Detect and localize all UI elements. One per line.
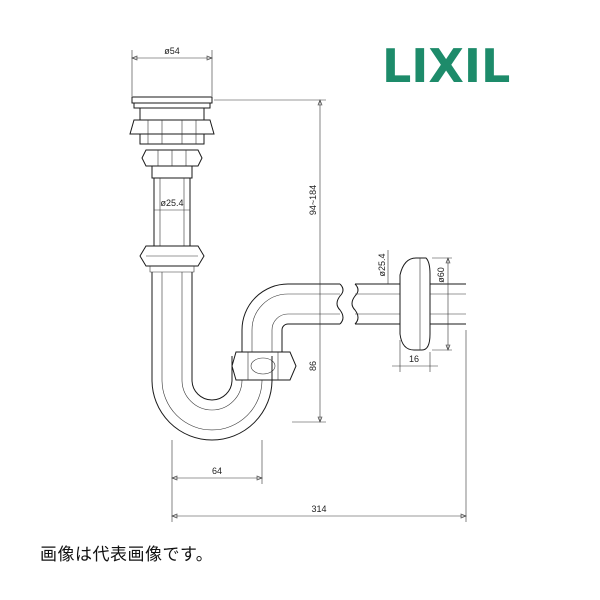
svg-text:ø25.4: ø25.4 — [160, 198, 183, 208]
dim-outlet-dia: ø54 — [131, 46, 213, 96]
trap-nut — [231, 351, 297, 381]
upper-nut — [141, 149, 203, 167]
dim-pipe-dia: ø25.4 — [154, 198, 190, 211]
wall-flange — [399, 257, 466, 351]
wall-pipe — [351, 283, 400, 325]
svg-text:94~184: 94~184 — [308, 185, 318, 215]
svg-text:16: 16 — [409, 354, 419, 364]
dim-flange-depth: 16 — [392, 340, 438, 372]
caption-representative-image: 画像は代表画像です。 — [40, 545, 214, 565]
return-bend — [241, 283, 344, 352]
tailpiece-pipe — [151, 165, 193, 246]
svg-text:314: 314 — [311, 504, 326, 514]
dim-trap-depth: 86 — [308, 361, 318, 371]
dim-total-length: 314 — [171, 330, 467, 522]
j-bend-pipe — [151, 272, 273, 441]
dim-wall-pipe-dia: ø25.4 — [377, 250, 389, 284]
dim-height-range: 94~184 — [214, 99, 326, 423]
svg-text:ø60: ø60 — [436, 267, 446, 283]
svg-text:86: 86 — [308, 361, 318, 371]
drain-outlet — [129, 96, 215, 145]
dim-trap-width: 64 — [171, 440, 263, 484]
dim-flange-dia: ø60 — [432, 257, 452, 351]
lixil-logo: LIXIL — [382, 39, 510, 93]
svg-text:64: 64 — [212, 466, 222, 476]
svg-text:ø54: ø54 — [164, 46, 180, 56]
middle-nut — [139, 245, 205, 273]
svg-text:ø25.4: ø25.4 — [377, 253, 387, 276]
